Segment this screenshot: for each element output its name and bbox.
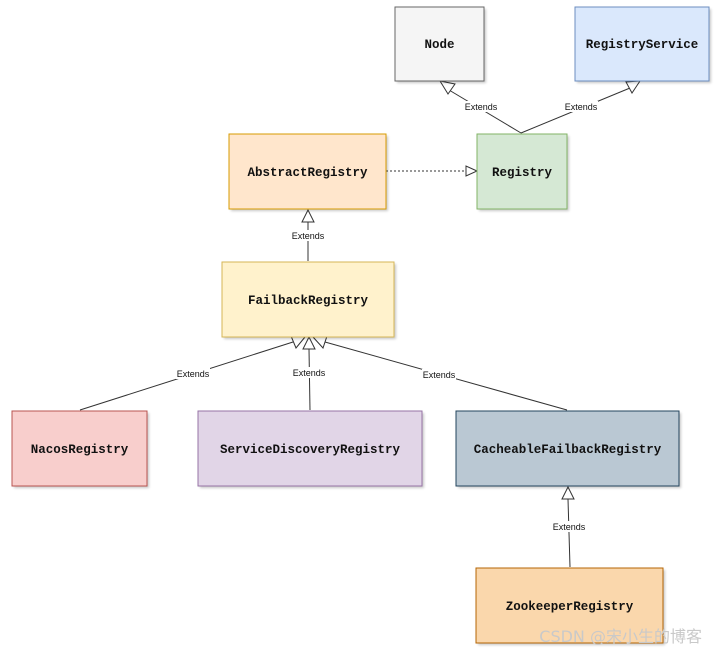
edge-label-failback-abstract: Extends	[292, 231, 325, 241]
class-node-abstract-registry[interactable]: AbstractRegistry	[228, 133, 387, 210]
hollow-triangle-arrow-icon	[301, 208, 315, 223]
failback-registry-label: FailbackRegistry	[248, 294, 369, 308]
edge-nacos-extends-failback: Extends	[79, 335, 306, 411]
abstract-registry-label: AbstractRegistry	[247, 166, 368, 180]
registry-service-label: RegistryService	[586, 38, 699, 52]
class-node-registry-service[interactable]: RegistryService	[574, 6, 710, 82]
registry-label: Registry	[492, 166, 553, 180]
class-node-nacos-registry[interactable]: NacosRegistry	[11, 410, 148, 487]
service-discovery-registry-label: ServiceDiscoveryRegistry	[220, 443, 401, 457]
edge-label-cacheable-failback: Extends	[423, 370, 456, 380]
edge-cacheable-extends-failback: Extends	[311, 335, 568, 411]
edge-service-discovery-extends-failback: Extends	[292, 335, 326, 411]
edge-failback-extends-abstract: Extends	[291, 208, 325, 261]
hollow-triangle-arrow-icon	[438, 80, 456, 95]
edge-abstract-registry-implements-registry	[386, 165, 479, 177]
hollow-triangle-arrow-icon	[465, 165, 479, 177]
watermark-text: CSDN @宋小生的博客	[539, 627, 702, 646]
class-node-cacheable-failback-registry[interactable]: CacheableFailbackRegistry	[455, 410, 680, 487]
edge-label-zookeeper-cacheable: Extends	[553, 522, 586, 532]
class-node-service-discovery-registry[interactable]: ServiceDiscoveryRegistry	[197, 410, 423, 487]
node-label: Node	[424, 38, 454, 52]
cacheable-failback-registry-label: CacheableFailbackRegistry	[474, 443, 662, 457]
edge-label-nacos-failback: Extends	[177, 369, 210, 379]
class-node-registry[interactable]: Registry	[476, 133, 568, 210]
hollow-triangle-arrow-icon	[290, 335, 306, 349]
edge-registry-extends-node: Extends	[438, 80, 522, 134]
hollow-triangle-arrow-icon	[311, 335, 328, 349]
class-node-node[interactable]: Node	[394, 6, 485, 82]
hollow-triangle-arrow-icon	[561, 485, 575, 500]
edge-registry-extends-registry-service: Extends	[520, 80, 641, 134]
class-node-zookeeper-registry[interactable]: ZookeeperRegistry	[475, 567, 664, 644]
edge-zookeeper-extends-cacheable: Extends	[552, 485, 586, 568]
zookeeper-registry-label: ZookeeperRegistry	[506, 600, 634, 614]
hollow-triangle-arrow-icon	[625, 80, 641, 94]
class-node-failback-registry[interactable]: FailbackRegistry	[221, 261, 395, 338]
edge-label-registry-node: Extends	[465, 102, 498, 112]
hollow-triangle-arrow-icon	[302, 335, 316, 350]
nacos-registry-label: NacosRegistry	[31, 443, 129, 457]
edge-label-service-discovery-failback: Extends	[293, 368, 326, 378]
edge-label-registry-registry-service: Extends	[565, 102, 598, 112]
